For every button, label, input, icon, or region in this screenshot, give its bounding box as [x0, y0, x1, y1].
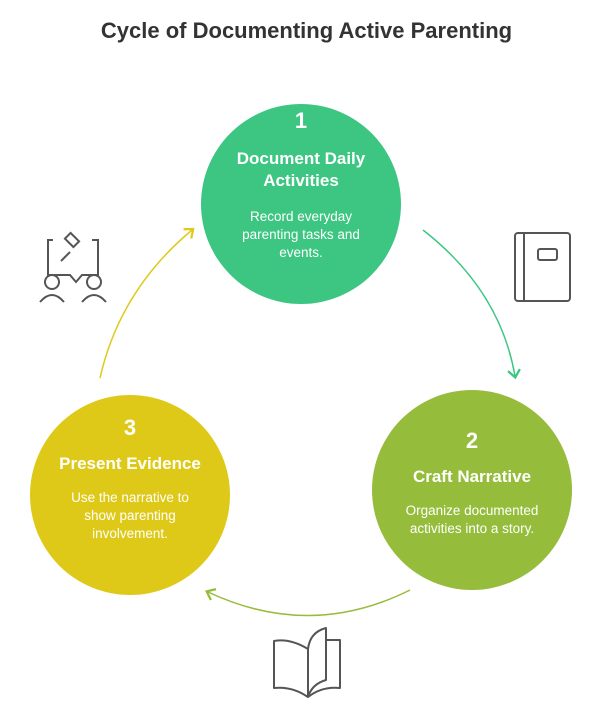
- step-number: 3: [123, 415, 137, 440]
- step-1-circle: 1 Document Daily Activities Record every…: [201, 104, 401, 304]
- diagram-title: Cycle of Documenting Active Parenting: [100, 18, 513, 43]
- step-description: Organize documented activities into a st…: [405, 503, 539, 536]
- notebook-icon: [514, 232, 571, 302]
- step-description: Use the narrative to show parenting invo…: [71, 490, 189, 541]
- arrow-2-to-3: [205, 588, 411, 617]
- court-discussion-icon: [39, 231, 107, 303]
- step-description: Record everyday parenting tasks and even…: [242, 209, 360, 260]
- step-number: 2: [465, 428, 479, 453]
- step-heading: Present Evidence: [59, 454, 201, 473]
- arrow-3-to-1: [99, 227, 195, 379]
- step-number: 1: [294, 108, 308, 133]
- step-heading: Document Daily Activities: [236, 149, 366, 190]
- open-book-icon: [273, 627, 341, 698]
- arrow-1-to-2: [422, 229, 521, 380]
- step-3-circle: 3 Present Evidence Use the narrative to …: [30, 395, 230, 595]
- step-heading: Craft Narrative: [412, 467, 532, 486]
- step-2-circle: 2 Craft Narrative Organize documented ac…: [372, 390, 572, 590]
